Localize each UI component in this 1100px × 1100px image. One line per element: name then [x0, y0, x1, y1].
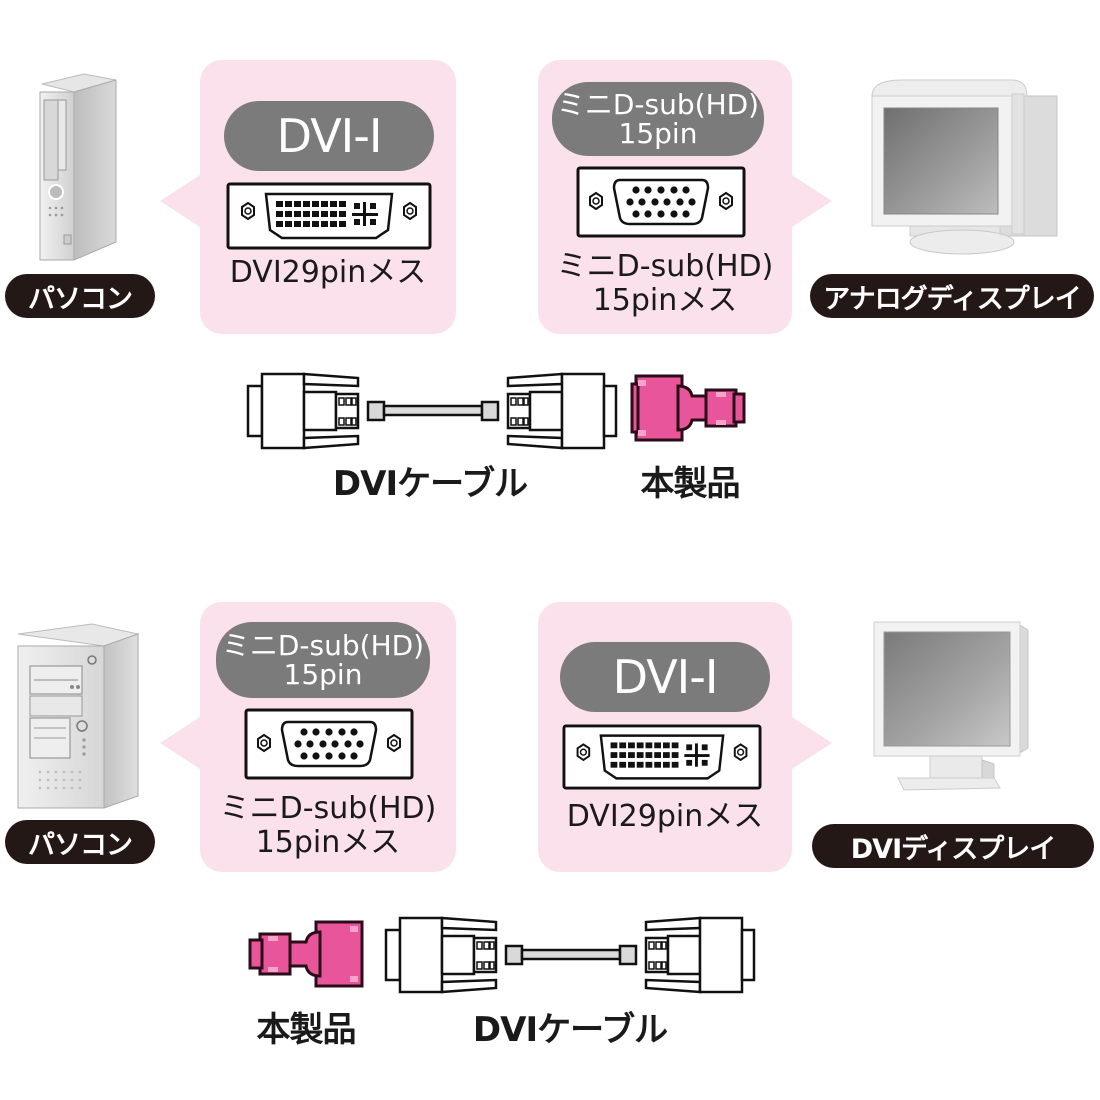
caption-line: DVI29pinメス: [566, 799, 764, 834]
connector-type-pill: ミニD-sub(HD) 15pin: [552, 82, 764, 156]
dvi-cable-icon: [246, 372, 618, 450]
display-label: アナログディスプレイ: [810, 274, 1094, 318]
connector-type-title: DVI-I: [276, 108, 383, 163]
caption-line: ミニD-sub(HD): [219, 791, 437, 826]
connector-caption: DVI29pinメス: [200, 256, 456, 290]
connector-type-title-line1: ミニD-sub(HD): [221, 628, 425, 662]
slim-desktop-pc-icon: [39, 73, 117, 261]
cable-label: DVIケーブル: [332, 464, 528, 504]
dvi-connector-icon: [562, 724, 762, 790]
pc-label-text: パソコン: [28, 829, 133, 861]
pc-label: パソコン: [5, 274, 155, 318]
display-label: DVIディスプレイ: [812, 824, 1094, 868]
crt-monitor-icon: [871, 79, 1058, 255]
display-label-text: アナログディスプレイ: [823, 283, 1082, 315]
connector-type-title: DVI-I: [612, 649, 719, 704]
product-label: 本製品: [256, 1010, 357, 1050]
bubble-tail: [792, 717, 832, 769]
vga-connector-icon: [244, 708, 414, 780]
product-label: 本製品: [640, 464, 741, 504]
connector-type-title-line1: ミニD-sub(HD): [556, 87, 760, 121]
caption-line: 15pinメス: [592, 282, 738, 318]
connector-caption: DVI29pinメス: [538, 800, 792, 834]
display-label-text: DVIディスプレイ: [850, 833, 1056, 865]
dvi-connector-icon: [226, 182, 432, 250]
pc-label: パソコン: [5, 820, 155, 864]
adapter-product-icon: [630, 374, 746, 442]
connector-type-title-line2: 15pin: [618, 117, 698, 150]
tower-pc-icon: [17, 623, 140, 809]
caption-line: ミニD-sub(HD): [556, 249, 774, 284]
connector-type-pill: DVI-I: [560, 642, 770, 712]
bubble-tail: [160, 717, 200, 769]
bubble-tail: [160, 175, 200, 227]
adapter-product-icon: [248, 920, 364, 988]
vga-connector-icon: [576, 166, 746, 238]
connector-type-title-line2: 15pin: [283, 658, 363, 691]
lcd-monitor-icon: [873, 621, 1029, 791]
bubble-tail: [792, 175, 832, 227]
cable-label: DVIケーブル: [472, 1010, 668, 1050]
caption-line: DVI29pinメス: [229, 255, 427, 290]
caption-line: 15pinメス: [255, 824, 401, 860]
connector-type-pill: ミニD-sub(HD) 15pin: [216, 622, 430, 698]
connector-caption: ミニD-sub(HD) 15pinメス: [200, 792, 456, 859]
pc-label-text: パソコン: [28, 283, 133, 315]
connector-caption: ミニD-sub(HD) 15pinメス: [538, 250, 792, 317]
connector-type-pill: DVI-I: [224, 101, 434, 171]
dvi-cable-icon: [384, 916, 756, 994]
